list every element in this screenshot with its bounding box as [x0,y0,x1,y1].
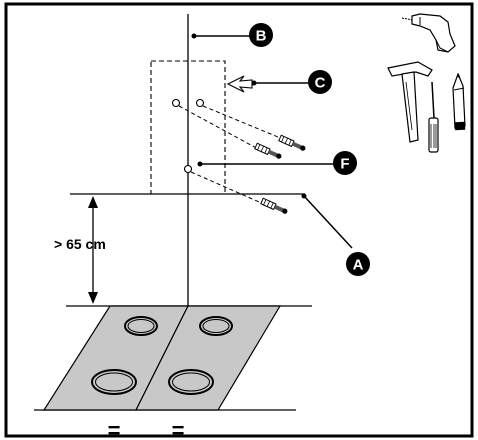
guide-line-3 [190,171,267,206]
hood-direction-arrow [226,75,253,93]
screwdriver-icon [428,81,439,153]
frame-border [4,2,474,438]
height-dimension-arrow [88,196,98,304]
leader-dot-b [191,33,197,39]
leader-dot-f [197,161,203,167]
leader-dot-a [301,193,307,199]
leader-line-a [303,195,353,249]
wall-plug-screw-1 [278,134,306,151]
burner-front-right [168,369,214,395]
guide-line-1 [178,105,261,151]
hammer-icon [387,61,433,143]
burner-rear-left [124,316,158,336]
hob-right-panel [135,305,282,411]
drill-hole-right [195,98,205,108]
label-badge-b: B [249,23,273,47]
equal-sign-right: = [172,418,185,440]
pencil-icon [452,72,466,131]
drill-hole-left [171,98,181,108]
equal-sign-left: = [108,418,121,440]
svg-text:B: B [256,28,267,45]
svg-text:A: A [353,257,364,274]
drill-hole-bottom [183,164,193,174]
label-badge-c: C [308,70,332,94]
burner-front-left [91,369,137,395]
drill-icon [401,13,456,53]
guide-line-2 [202,105,279,138]
hob [42,305,282,411]
svg-text:C: C [315,75,326,92]
leader-dot-c [251,80,257,86]
wall-plug-screw-3 [260,197,288,214]
burner-rear-right [199,316,233,336]
wall-plug-screw-2 [254,142,282,159]
svg-text:F: F [340,156,349,173]
height-dimension-label: > 65 cm [54,236,106,252]
label-badge-f: F [333,151,357,175]
label-badge-a: A [346,252,370,276]
